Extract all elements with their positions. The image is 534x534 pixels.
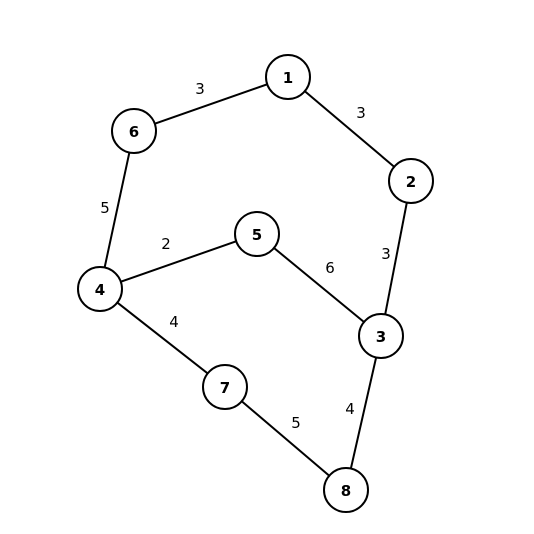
edge-weight-2-3: 3 [381,245,391,263]
edge-7-8 [224,386,347,491]
node-5: 5 [234,211,280,257]
edge-6-4 [99,130,135,290]
edge-2-3 [380,180,412,337]
node-circle-3 [358,313,404,359]
node-label-7: 7 [220,379,230,397]
edge-3-8 [345,335,382,491]
edge-weight-1-2: 3 [356,104,366,122]
node-label-4: 4 [95,281,105,299]
edge-weight-7-8: 5 [291,414,301,432]
node-circle-7 [202,364,248,410]
node-circle-2 [388,158,434,204]
edge-1-2 [287,76,412,182]
node-6: 6 [111,108,157,154]
edge-weight-4-7: 4 [169,313,179,331]
node-circle-5 [234,211,280,257]
edge-weights-layer: 3 3 5 2 6 3 4 5 4 [100,80,391,432]
node-4: 4 [77,266,123,312]
node-3: 3 [358,313,404,359]
edge-4-7 [99,288,226,388]
edge-5-3 [256,233,382,337]
edge-weight-5-3: 6 [325,259,335,277]
node-circle-6 [111,108,157,154]
node-8: 8 [323,467,369,513]
edges-layer [99,76,412,491]
node-7: 7 [202,364,248,410]
node-label-8: 8 [341,482,351,500]
edge-4-5 [99,233,258,290]
nodes-layer: 1 2 3 4 5 6 7 8 [77,54,434,513]
node-label-1: 1 [283,69,293,87]
edge-6-1 [133,76,289,132]
node-circle-1 [265,54,311,100]
edge-weight-3-8: 4 [345,400,355,418]
node-circle-8 [323,467,369,513]
node-label-5: 5 [252,226,262,244]
node-1: 1 [265,54,311,100]
node-label-3: 3 [376,328,386,346]
node-label-2: 2 [406,173,416,191]
edge-weight-6-4: 5 [100,199,110,217]
node-2: 2 [388,158,434,204]
edge-weight-6-1: 3 [195,80,205,98]
node-circle-4 [77,266,123,312]
node-label-6: 6 [129,123,139,141]
edge-weight-4-5: 2 [161,235,171,253]
